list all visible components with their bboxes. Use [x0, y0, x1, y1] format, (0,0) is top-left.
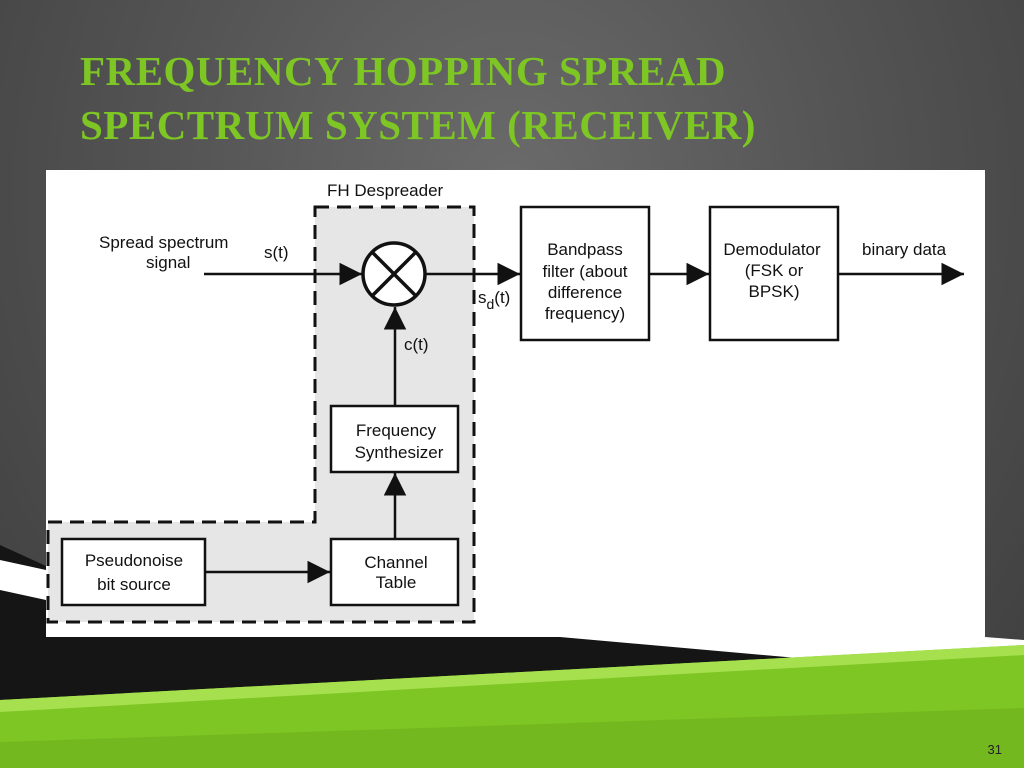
bandpass-line-3: difference [548, 283, 622, 302]
despreader-region [46, 205, 476, 624]
diagram-canvas: FH Despreader Spread spectrum signal s(t… [46, 181, 964, 624]
slide-title-line-2: SPECTRUM SYSTEM (RECEIVER) [80, 102, 756, 148]
channel-table-block [329, 537, 460, 607]
slide-title: FREQUENCY HOPPING SPREAD SPECTRUM SYSTEM… [80, 44, 756, 152]
bandpass-line-1: Bandpass [547, 240, 623, 259]
pseudonoise-line-2: bit source [97, 575, 171, 594]
slide-title-line-1: FREQUENCY HOPPING SPREAD [80, 48, 726, 94]
mixer [361, 241, 427, 307]
bandpass-line-4: frequency) [545, 304, 625, 323]
output-signal-label: sd(t) [478, 288, 510, 312]
bandpass-line-2: filter (about [542, 262, 627, 281]
bandpass-filter-block [519, 205, 651, 342]
fh-receiver-diagram: FH Despreader Spread spectrum signal s(t… [46, 170, 985, 637]
demodulator-line-1: Demodulator [723, 240, 821, 259]
slide-number: 31 [987, 742, 1002, 757]
binary-data-label: binary data [862, 240, 947, 259]
synthesizer-line-2: Synthesizer [355, 443, 444, 462]
demodulator-block [708, 205, 840, 342]
channel-line-1: Channel [364, 553, 427, 572]
input-signal-label: s(t) [264, 243, 289, 262]
pseudonoise-line-1: Pseudonoise [85, 551, 183, 570]
input-label-line-2: signal [146, 253, 190, 272]
demodulator-line-3: BPSK) [748, 282, 799, 301]
channel-line-2: Table [376, 573, 417, 592]
demodulator-line-2: (FSK or [745, 261, 804, 280]
synthesizer-line-1: Frequency [356, 421, 437, 440]
despreader-label: FH Despreader [327, 181, 444, 200]
frequency-synthesizer-block [329, 404, 460, 474]
pseudonoise-block [60, 537, 207, 607]
input-label-line-1: Spread spectrum [99, 233, 228, 252]
carrier-signal-label: c(t) [404, 335, 429, 354]
